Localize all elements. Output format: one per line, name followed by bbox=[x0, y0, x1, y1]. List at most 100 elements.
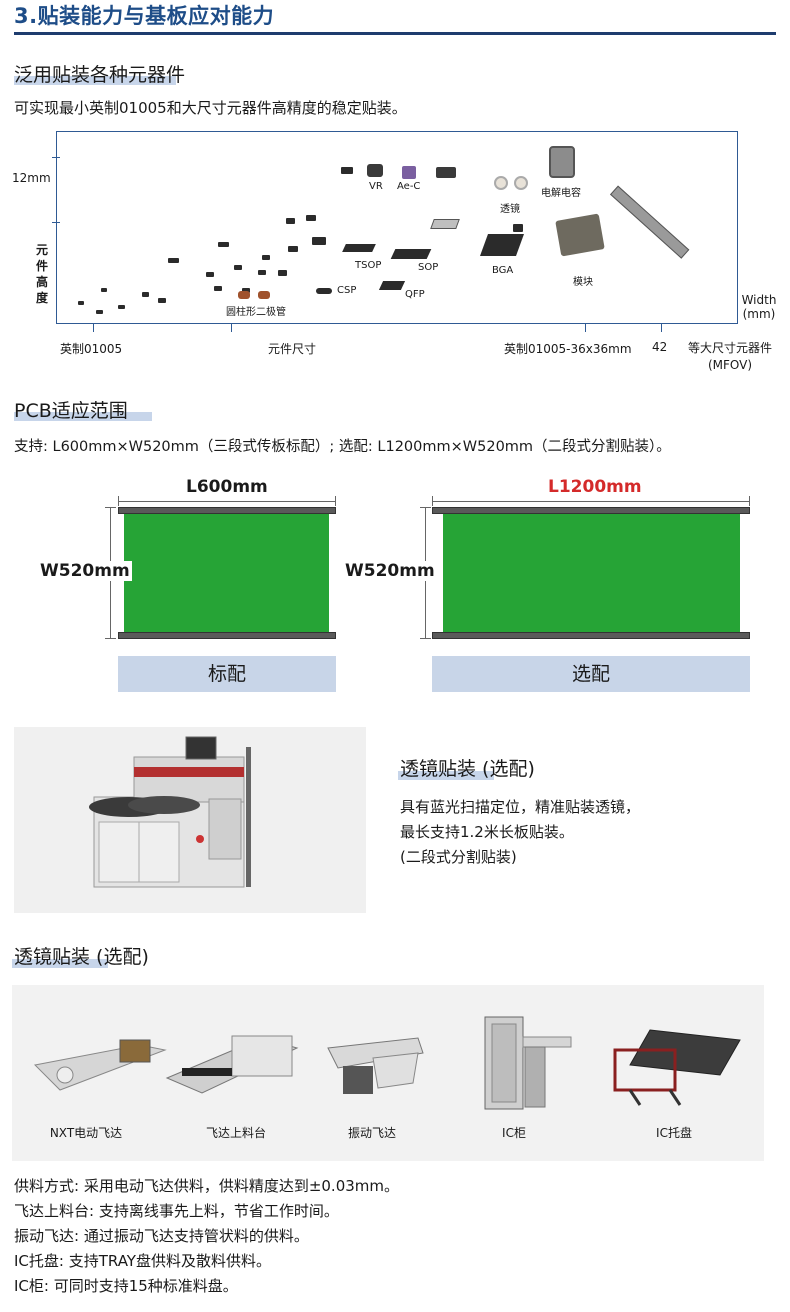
section-highlight bbox=[14, 76, 176, 85]
x-axis-title: 元件尺寸 bbox=[268, 342, 317, 356]
label-vr: VR bbox=[369, 181, 383, 192]
section-highlight bbox=[12, 959, 108, 968]
x-tick-label-large: 等大尺寸元器件 (MFOV) bbox=[687, 341, 772, 372]
x-tick-label-min: 英制01005 bbox=[60, 342, 123, 356]
chip-0402 bbox=[118, 305, 125, 309]
chip-0805 bbox=[168, 258, 179, 263]
x-tick bbox=[231, 324, 232, 332]
page-title: 3.贴装能力与基板应对能力 bbox=[14, 4, 275, 28]
feeder-cart-icon bbox=[162, 1028, 302, 1098]
module-icon bbox=[555, 213, 605, 257]
label-module: 模块 bbox=[573, 277, 593, 288]
dimension-end bbox=[420, 638, 431, 639]
feeder-label-cart: 飞达上料台 bbox=[205, 1126, 266, 1140]
soic-icon bbox=[430, 219, 460, 229]
chip-large bbox=[513, 224, 523, 232]
section-desc-pcb: 支持: L600mm×W520mm（三段式传板标配）; 选配: L1200mm×… bbox=[14, 439, 671, 455]
ic-tray-icon bbox=[610, 1020, 750, 1110]
label-tsop: TSOP bbox=[355, 260, 382, 271]
label-ae-c: Ae-C bbox=[397, 181, 421, 192]
dimension-end bbox=[420, 507, 431, 508]
feeder-label-nxt: NXT电动飞达 bbox=[49, 1126, 123, 1140]
chip-0603 bbox=[214, 286, 222, 291]
chip-0603 bbox=[206, 272, 214, 277]
x-tick-label-42: 42 bbox=[652, 340, 668, 354]
tag-optional: 选配 bbox=[432, 656, 750, 692]
note-vibration-feeder: 振动飞达: 通过振动飞达支持管状料的供料。 bbox=[14, 1227, 309, 1245]
feeder-label-vibration: 振动飞达 bbox=[347, 1126, 396, 1140]
chip-1206 bbox=[278, 270, 287, 276]
qfp-icon bbox=[378, 281, 406, 290]
chip-0201 bbox=[101, 288, 107, 292]
lens-icon bbox=[494, 176, 508, 190]
y-axis-label: 元件高度 bbox=[36, 243, 49, 305]
dimension-end bbox=[749, 496, 750, 506]
feeder-label-ic-tray: IC托盘 bbox=[656, 1126, 692, 1140]
chip-1206 bbox=[218, 242, 229, 247]
dimension-end bbox=[335, 496, 336, 506]
ae-c-icon bbox=[402, 166, 416, 179]
electrolytic-capacitor-icon bbox=[549, 146, 575, 178]
section-title-components: 泛用贴装各种元器件 bbox=[14, 64, 186, 86]
machine-photo bbox=[14, 727, 366, 913]
x-tick bbox=[585, 324, 586, 332]
section-highlight bbox=[398, 771, 494, 780]
conveyor-rail-top bbox=[118, 507, 336, 514]
pcb-board-standard bbox=[124, 514, 329, 632]
vr-icon bbox=[367, 164, 383, 177]
dimension-end bbox=[105, 507, 116, 508]
section-highlight bbox=[14, 412, 152, 421]
chip-2010 bbox=[306, 215, 316, 221]
header-divider bbox=[14, 32, 776, 35]
sop-icon bbox=[390, 249, 432, 259]
y-tick bbox=[52, 157, 60, 158]
dimension-end bbox=[432, 496, 433, 506]
chip-0402 bbox=[142, 292, 149, 297]
label-sop: SOP bbox=[418, 262, 439, 273]
vr-small-icon bbox=[341, 167, 353, 174]
pcb-length-optional: L1200mm bbox=[548, 477, 642, 497]
dimension-end bbox=[105, 638, 116, 639]
chip-1206 bbox=[262, 255, 270, 260]
csp-icon bbox=[316, 288, 332, 294]
y-tick-label: 12mm bbox=[12, 171, 51, 185]
section-title-feeders: 透镜贴装 (选配) bbox=[14, 946, 149, 968]
chip-0603 bbox=[158, 298, 166, 303]
section-desc-components: 可实现最小英制01005和大尺寸元器件高精度的稳定贴装。 bbox=[14, 99, 407, 117]
x-tick bbox=[93, 324, 94, 332]
x-axis-unit: Width (mm) bbox=[741, 293, 777, 321]
component-chart-frame bbox=[56, 131, 738, 324]
chip-01005 bbox=[78, 301, 84, 305]
chip-0805 bbox=[258, 270, 266, 275]
note-ic-tray: IC托盘: 支持TRAY盘供料及散料供料。 bbox=[14, 1252, 271, 1270]
lens-line-1: 具有蓝光扫描定位，精准贴装透镜， bbox=[400, 798, 641, 816]
pcb-width-optional: W520mm bbox=[343, 561, 437, 581]
dimension-line bbox=[118, 501, 336, 502]
label-cylindrical-diode: 圆柱形二极管 bbox=[226, 307, 286, 318]
lens-line-2: 最长支持1.2米长板贴装。 bbox=[400, 823, 574, 841]
chip-0805 bbox=[242, 288, 250, 293]
tag-standard: 标配 bbox=[118, 656, 336, 692]
pcb-board-optional bbox=[443, 514, 740, 632]
section-title-pcb: PCB适应范围 bbox=[14, 400, 128, 422]
chip-1210 bbox=[286, 218, 295, 224]
electric-feeder-icon bbox=[30, 1030, 170, 1100]
lens-icon bbox=[514, 176, 528, 190]
section-title-lens: 透镜贴装 (选配) bbox=[400, 758, 535, 780]
label-lens: 透镜 bbox=[500, 204, 520, 215]
tsop-icon bbox=[342, 244, 376, 252]
ic-cabinet-icon bbox=[480, 1012, 576, 1112]
conveyor-rail-top bbox=[432, 507, 750, 514]
pcb-length-standard: L600mm bbox=[186, 477, 268, 497]
chip-1210 bbox=[288, 246, 298, 252]
y-tick bbox=[52, 222, 60, 223]
cylindrical-diode-icon bbox=[258, 291, 270, 299]
label-csp: CSP bbox=[337, 285, 357, 296]
label-electrolytic-capacitor: 电解电容 bbox=[541, 188, 581, 199]
vibration-feeder-icon bbox=[318, 1028, 428, 1098]
chip-0201 bbox=[96, 310, 103, 314]
note-feed-method: 供料方式: 采用电动飞达供料，供料精度达到±0.03mm。 bbox=[14, 1177, 400, 1195]
pcb-width-standard: W520mm bbox=[38, 561, 132, 581]
note-feeder-cart: 飞达上料台: 支持离线事先上料，节省工作时间。 bbox=[14, 1202, 339, 1220]
conveyor-rail-bottom bbox=[432, 632, 750, 639]
